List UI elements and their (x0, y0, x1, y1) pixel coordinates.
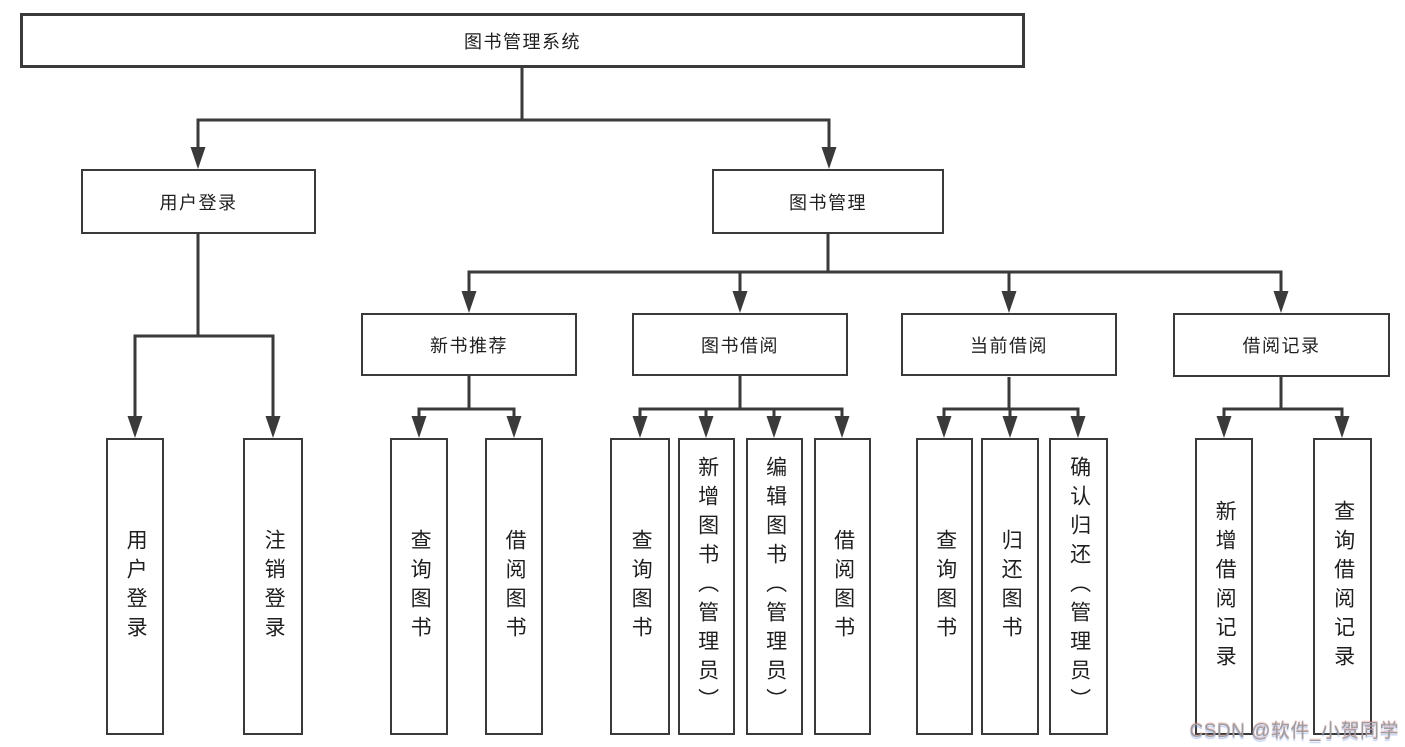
node-current-borrowing: 当前借阅 (901, 313, 1117, 376)
leaf-logout: 注销登录 (243, 438, 303, 735)
node-book-borrowing: 图书借阅 (632, 313, 848, 376)
leaf-label: 编辑图书（管理员） (763, 456, 787, 717)
leaf-label: 查询图书 (408, 528, 432, 645)
leaf-label: 用户登录 (124, 528, 148, 645)
csdn-watermark: CSDN @软件_小贺同学 (1189, 721, 1399, 742)
leaf-borrow-books: 借阅图书 (814, 438, 871, 735)
connector-root-to-level2 (190, 68, 837, 169)
leaf-confirm-return-admin: 确认归还（管理员） (1049, 438, 1108, 735)
node-library-management-system: 图书管理系统 (20, 13, 1025, 68)
leaf-add-book-admin: 新增图书（管理员） (678, 438, 735, 735)
connector-borrowing-records-to-leaves (1216, 377, 1350, 438)
leaf-edit-book-admin: 编辑图书（管理员） (746, 438, 803, 735)
connector-new-book-rec-to-leaves (411, 376, 522, 438)
connector-user-login-to-leaves (127, 234, 281, 438)
leaf-label: 借阅图书 (831, 528, 855, 645)
leaf-label: 查询图书 (629, 528, 653, 645)
node-book-management: 图书管理 (712, 169, 944, 234)
leaf-user-login: 用户登录 (106, 438, 164, 735)
leaf-label: 查询图书 (933, 528, 957, 645)
leaf-query-books-recommendation: 查询图书 (390, 438, 448, 735)
leaf-label: 新增借阅记录 (1213, 499, 1237, 674)
node-label: 用户登录 (159, 192, 238, 213)
leaf-label: 归还图书 (999, 528, 1023, 645)
leaf-query-borrowing-record: 查询借阅记录 (1313, 438, 1372, 735)
node-label: 借阅记录 (1242, 336, 1321, 356)
leaf-label: 新增图书（管理员） (695, 456, 719, 717)
leaf-label: 借阅图书 (503, 528, 527, 645)
node-label: 当前借阅 (970, 335, 1048, 356)
leaf-return-books: 归还图书 (981, 438, 1039, 735)
node-user-login: 用户登录 (81, 169, 316, 234)
node-new-book-recommendation: 新书推荐 (361, 313, 577, 376)
connector-book-management-to-level3 (461, 234, 1289, 313)
connector-current-borrowing-to-leaves (936, 377, 1086, 438)
leaf-label: 查询借阅记录 (1331, 499, 1355, 674)
node-label: 图书管理系统 (464, 31, 581, 52)
leaf-label: 确认归还（管理员） (1067, 456, 1091, 717)
connector-book-borrowing-to-leaves (632, 376, 850, 438)
leaf-query-books-current: 查询图书 (916, 438, 973, 735)
leaf-borrow-books-recommendation: 借阅图书 (485, 438, 543, 735)
leaf-label: 注销登录 (262, 528, 286, 645)
node-label: 图书管理 (789, 192, 867, 213)
leaf-query-books-borrowing: 查询图书 (610, 438, 670, 735)
node-label: 新书推荐 (430, 335, 508, 356)
node-label: 图书借阅 (701, 335, 779, 356)
leaf-add-borrowing-record: 新增借阅记录 (1195, 438, 1253, 735)
node-borrowing-records: 借阅记录 (1173, 313, 1390, 377)
